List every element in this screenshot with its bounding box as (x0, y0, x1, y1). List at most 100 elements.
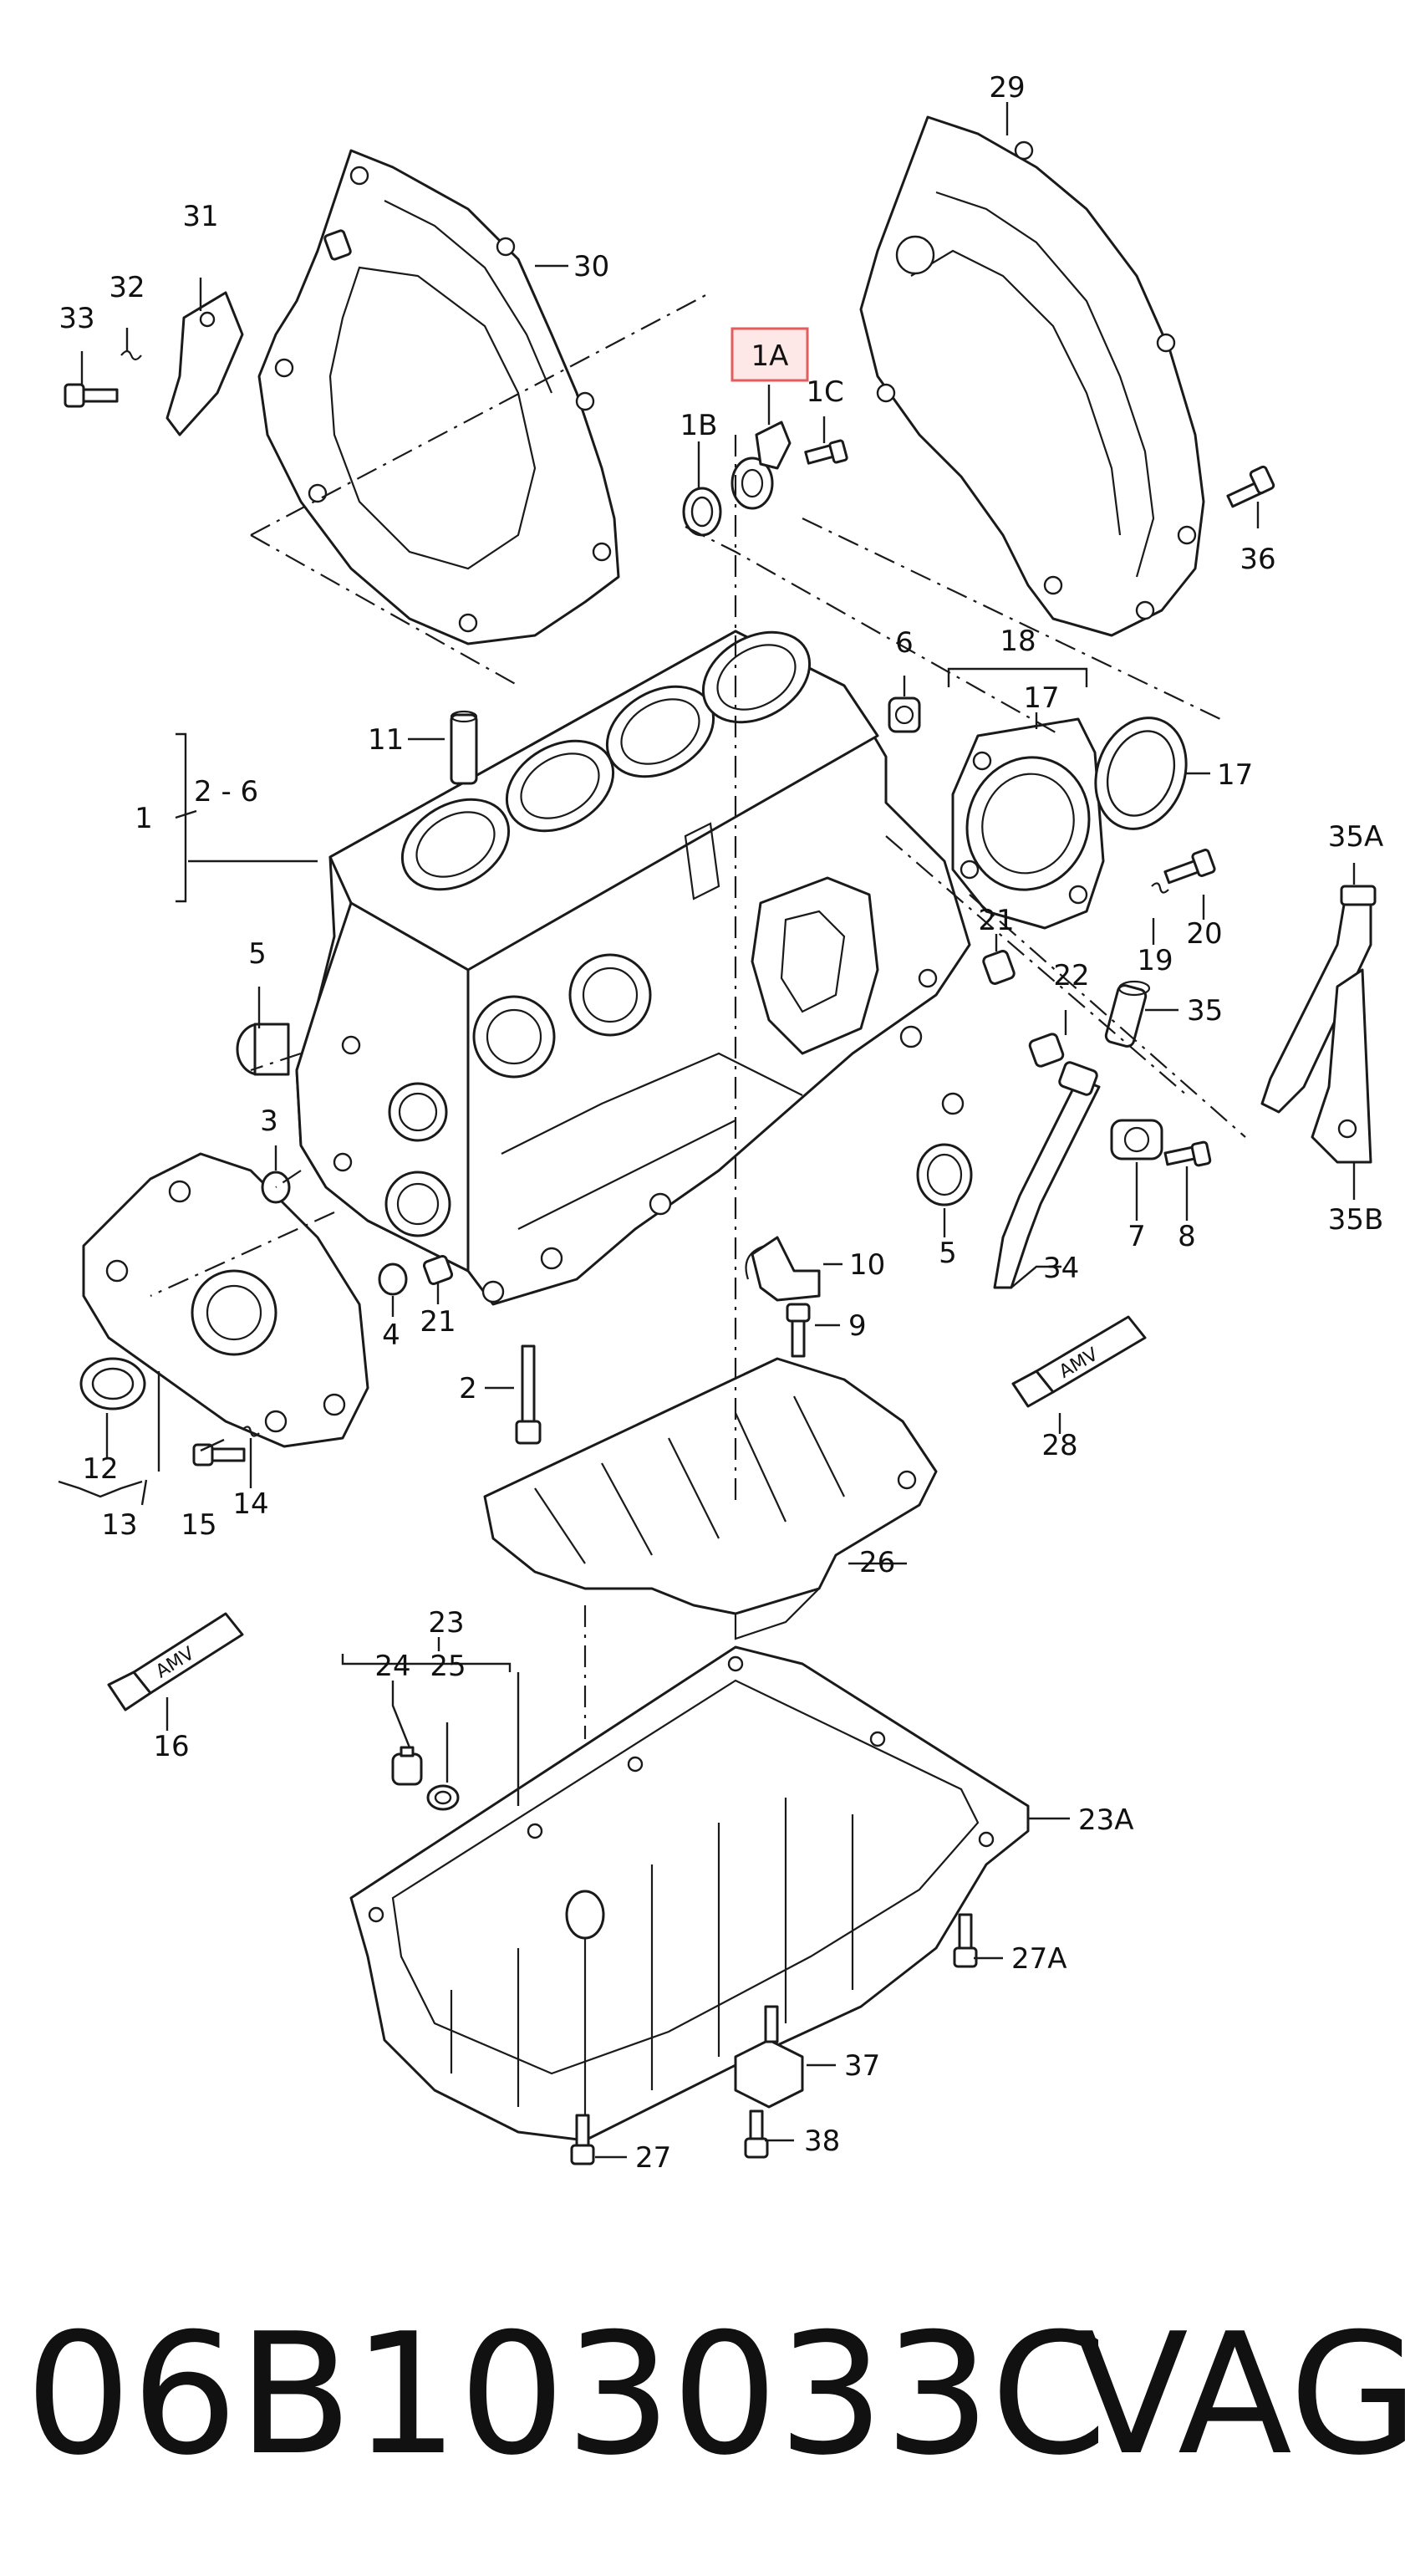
label-14: 14 (232, 1487, 268, 1521)
label-19: 19 (1137, 944, 1173, 977)
bracket-31 (165, 291, 244, 436)
callout-labels: 1A 1B 1C 29 30 31 32 33 36 11 6 18 17 17… (59, 71, 1383, 2175)
label-35: 35 (1187, 994, 1223, 1028)
label-1A: 1A (751, 339, 789, 373)
bolt-1C (804, 439, 848, 465)
bracket-35B (1311, 968, 1372, 1164)
label-16: 16 (153, 1730, 189, 1763)
bolt-9 (786, 1303, 811, 1358)
label-6: 6 (895, 626, 914, 660)
dipstick-tube-35A (1260, 885, 1377, 1114)
sealant-tube-28: AMV (1011, 1315, 1147, 1408)
label-17b: 17 (1217, 758, 1253, 792)
label-36: 36 (1240, 543, 1275, 576)
label-4: 4 (382, 1319, 400, 1352)
bolt-15 (192, 1443, 246, 1467)
pin-21-left (422, 1254, 454, 1286)
drain-plug-24 (391, 1746, 423, 1786)
label-35A: 35A (1328, 820, 1384, 854)
sleeve-22 (1028, 1033, 1065, 1068)
leader-lines (58, 102, 1356, 2159)
dowel-11 (450, 710, 478, 785)
label-25: 25 (430, 1650, 466, 1683)
label-29: 29 (989, 71, 1025, 105)
bolt-38 (744, 2109, 769, 2159)
engine-plate-gasket-29 (859, 115, 1205, 637)
seal-25 (426, 1784, 460, 1811)
sender-37 (734, 2005, 804, 2109)
label-37: 37 (844, 2049, 880, 2083)
label-2: 2 (459, 1372, 477, 1405)
label-23: 23 (428, 1606, 464, 1640)
clip-14 (242, 1426, 260, 1437)
plug-5-left (236, 1023, 290, 1076)
label-27A: 27A (1011, 1942, 1067, 1976)
exploded-engine-diagram: AMV AMV (58, 71, 1383, 2175)
label-38: 38 (804, 2125, 840, 2158)
plug-6 (888, 696, 921, 733)
label-23A: 23A (1078, 1803, 1134, 1837)
nut-plate (323, 229, 352, 261)
label-28: 28 (1041, 1429, 1077, 1462)
label-2-6: 2 - 6 (194, 775, 258, 809)
label-20: 20 (1186, 917, 1222, 951)
sender-7 (1110, 1119, 1163, 1160)
label-34: 34 (1043, 1252, 1079, 1285)
label-26: 26 (859, 1546, 895, 1579)
label-1B: 1B (680, 409, 718, 442)
seal-flange-18 (951, 717, 1105, 930)
label-22: 22 (1053, 959, 1089, 992)
part-number: 06B103033C (25, 2298, 1107, 2492)
label-13: 13 (101, 1508, 137, 1542)
engine-block (295, 630, 971, 1306)
alignment-lines (150, 292, 1246, 1739)
sensor-1A (730, 421, 792, 510)
label-31: 31 (182, 200, 218, 233)
bolt-27A (953, 1913, 978, 1968)
label-21b: 21 (978, 904, 1014, 937)
label-35B: 35B (1328, 1203, 1384, 1237)
seal-17 (1094, 717, 1188, 830)
label-32: 32 (109, 271, 145, 304)
clip-19 (1151, 882, 1169, 894)
label-24: 24 (374, 1650, 410, 1683)
bolt-27 (570, 2114, 595, 2165)
label-7: 7 (1128, 1220, 1146, 1253)
bolt-20 (1163, 849, 1216, 885)
label-11: 11 (368, 723, 404, 757)
label-5a: 5 (248, 937, 267, 971)
label-3: 3 (260, 1104, 278, 1138)
o-ring-1B (682, 487, 722, 537)
clip-32 (120, 349, 142, 361)
bolt-33 (64, 383, 119, 408)
label-12: 12 (82, 1452, 118, 1486)
engine-plate-gasket-30 (257, 149, 620, 645)
label-15: 15 (181, 1508, 216, 1542)
label-27: 27 (635, 2141, 671, 2175)
label-21a: 21 (420, 1305, 456, 1339)
plug-4 (378, 1262, 408, 1296)
plug-5-right (916, 1143, 973, 1206)
label-33: 33 (59, 302, 94, 335)
baffle-26 (483, 1357, 938, 1640)
label-5b: 5 (939, 1237, 957, 1270)
oil-pan-23 (349, 1645, 1030, 2142)
guide-35 (1104, 980, 1151, 1048)
label-17a: 17 (1023, 681, 1059, 715)
highlight-box-1A (730, 327, 809, 382)
bolt-36 (1226, 465, 1275, 508)
bolt-2 (515, 1344, 542, 1445)
front-cover-13 (82, 1152, 369, 1448)
brand-name: VAG (1074, 2298, 1405, 2492)
label-8: 8 (1178, 1220, 1196, 1253)
label-9: 9 (848, 1309, 867, 1343)
label-10: 10 (849, 1248, 885, 1282)
bolt-8 (1163, 1140, 1212, 1167)
oil-jet-10 (745, 1236, 821, 1302)
seal-ring-12 (79, 1357, 146, 1410)
label-1: 1 (135, 802, 153, 835)
label-30: 30 (573, 250, 609, 283)
label-18: 18 (1000, 625, 1036, 658)
label-1C: 1C (806, 375, 843, 409)
sealant-tube-16: AMV (107, 1612, 244, 1711)
